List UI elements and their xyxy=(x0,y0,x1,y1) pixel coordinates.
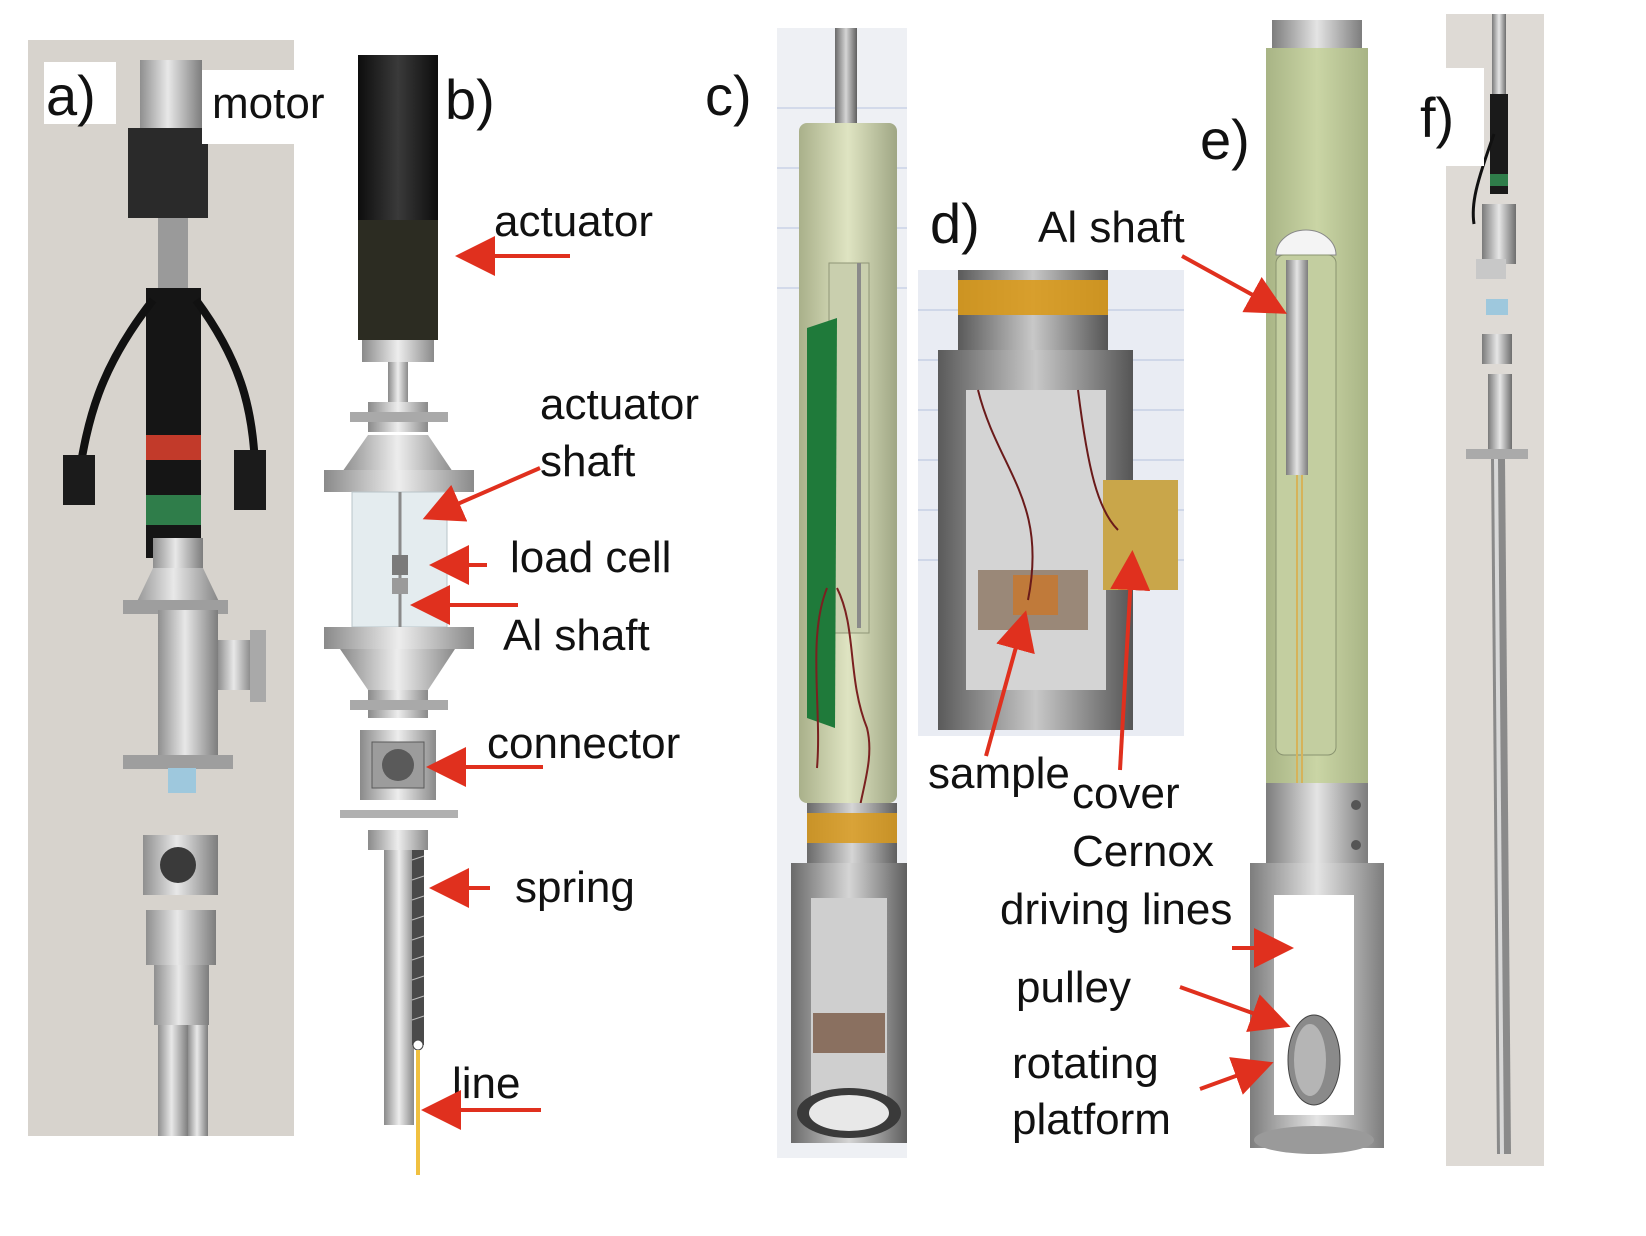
label-cernox: Cernox xyxy=(1072,827,1214,876)
label-box-a xyxy=(44,62,116,124)
label-connector: connector xyxy=(487,719,681,768)
panel-label-a: a) xyxy=(46,64,96,127)
panel-label-b: b) xyxy=(445,68,495,131)
label-al-shaft-b: Al shaft xyxy=(503,611,650,660)
photo-d-illustration xyxy=(918,270,1184,730)
arrow-rotating-platform xyxy=(1199,1057,1274,1095)
label-sample: sample xyxy=(928,749,1070,798)
label-motor: motor xyxy=(212,79,325,128)
label-cover: cover xyxy=(1072,769,1180,818)
label-spring: spring xyxy=(515,863,635,912)
label-box-motor xyxy=(202,70,338,144)
arrow-cover xyxy=(1110,550,1151,771)
photo-a-illustration xyxy=(28,40,294,1136)
label-rotating: rotating xyxy=(1012,1039,1159,1088)
label-al-shaft-e: Al shaft xyxy=(1038,203,1185,252)
arrow-actuator-shaft xyxy=(422,466,541,522)
label-actuator-shaft-line2: shaft xyxy=(540,437,636,486)
panel-label-c: c) xyxy=(705,64,752,127)
label-platform: platform xyxy=(1012,1095,1171,1144)
label-driving-lines: driving lines xyxy=(1000,885,1233,934)
arrow-al-shaft-e xyxy=(1181,254,1288,314)
cad-panel-b xyxy=(310,50,510,1180)
photo-panel-d xyxy=(918,270,1184,736)
arrow-sample xyxy=(984,610,1035,757)
label-pulley: pulley xyxy=(1016,963,1131,1012)
label-line: line xyxy=(452,1059,521,1108)
cad-e-illustration xyxy=(1250,20,1384,1154)
photo-panel-c xyxy=(777,28,907,1158)
photo-f-illustration xyxy=(1446,14,1544,1166)
label-box-f xyxy=(1410,68,1484,166)
panel-label-d: d) xyxy=(930,192,980,255)
photo-c-illustration xyxy=(777,28,907,1143)
photo-panel-a xyxy=(28,40,294,1136)
panel-label-f: f) xyxy=(1420,86,1455,149)
cad-b-illustration xyxy=(324,55,474,1175)
label-actuator-shaft-line1: actuator xyxy=(540,380,699,429)
arrow-pulley xyxy=(1179,985,1291,1033)
label-load-cell: load cell xyxy=(510,533,672,582)
label-actuator: actuator xyxy=(494,197,653,246)
photo-panel-f xyxy=(1446,14,1544,1166)
cad-panel-e xyxy=(1244,20,1389,1170)
panel-label-e: e) xyxy=(1200,108,1250,171)
